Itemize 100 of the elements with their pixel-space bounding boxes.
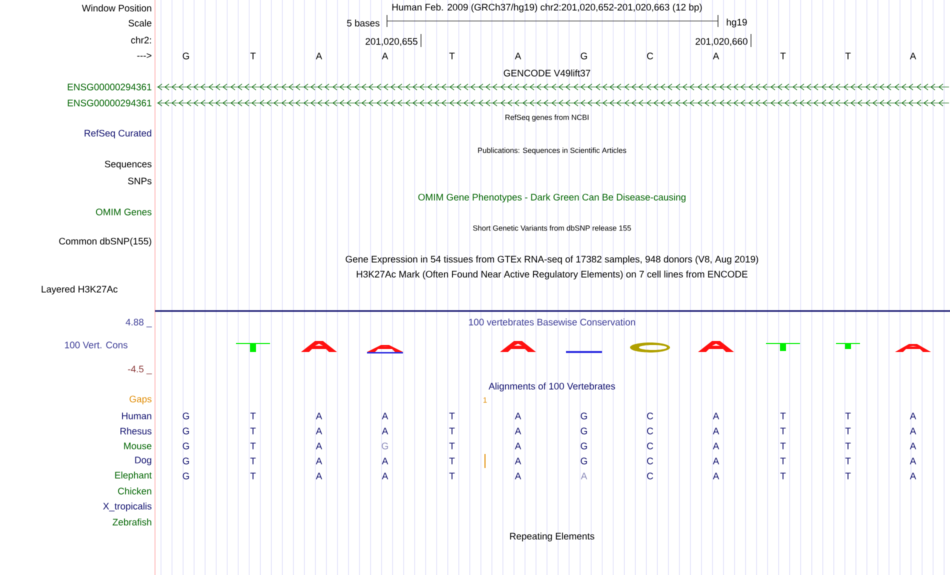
base-letter: T bbox=[780, 428, 786, 434]
base-letter: G bbox=[580, 428, 587, 434]
base-letter: A bbox=[316, 472, 322, 480]
base-letter: C bbox=[647, 412, 654, 420]
base-letter: T bbox=[845, 442, 851, 450]
species-label: Dog bbox=[135, 456, 152, 466]
base-letter: G bbox=[580, 412, 587, 420]
base-letter: C bbox=[647, 472, 654, 480]
base-letter: T bbox=[780, 472, 786, 480]
base-letter: T bbox=[449, 428, 455, 434]
base-letter: A bbox=[514, 472, 522, 480]
base-letter: A bbox=[910, 428, 916, 434]
base-letter: A bbox=[712, 442, 720, 450]
base-letter: A bbox=[514, 52, 522, 60]
track-title: H3K27Ac Mark (Often Found Near Active Regulatory Elements) on 7 cell lines from ENCODE bbox=[356, 270, 748, 280]
base-letter: A bbox=[514, 442, 522, 450]
axis-value: -4.5 _ bbox=[128, 366, 152, 374]
base-letter: A bbox=[382, 52, 388, 60]
base-letter: T bbox=[250, 472, 256, 480]
base-letter: A bbox=[514, 458, 522, 464]
axis-value: 4.88 _ bbox=[126, 318, 152, 328]
base-letter: C bbox=[647, 458, 654, 464]
track-title: GENCODE V49lift37 bbox=[504, 70, 590, 76]
base-letter: T bbox=[780, 442, 786, 450]
base-letter: A bbox=[382, 472, 388, 480]
species-label: Human bbox=[122, 412, 152, 420]
base-letter: G bbox=[182, 52, 189, 60]
base-letter: G bbox=[182, 458, 189, 464]
track-title: Repeating Elements bbox=[510, 532, 594, 542]
base-letter: A bbox=[910, 412, 916, 420]
base-letter: T bbox=[845, 52, 851, 60]
row-label: Scale bbox=[128, 20, 152, 26]
base-letter: G bbox=[382, 442, 388, 450]
row-label: Window Position bbox=[82, 4, 152, 12]
base-letter: A bbox=[514, 428, 522, 434]
base-letter: G bbox=[182, 412, 189, 420]
base-letter: T bbox=[780, 412, 786, 420]
base-letter: T bbox=[845, 428, 851, 434]
row-label: Sequences bbox=[104, 160, 152, 170]
base-letter: A bbox=[316, 52, 322, 60]
base-letter: C bbox=[647, 428, 654, 434]
base-letter: T bbox=[449, 458, 455, 464]
base-letter: G bbox=[182, 442, 189, 450]
base-letter: A bbox=[316, 458, 322, 464]
species-label: Elephant bbox=[115, 472, 152, 480]
base-letter: C bbox=[647, 52, 654, 60]
scale-label: 5 bases bbox=[347, 20, 380, 26]
coordinate-label: 201,020,660 bbox=[696, 38, 748, 46]
row-label: OMIM Genes bbox=[96, 208, 152, 216]
base-letter: T bbox=[449, 442, 455, 450]
base-letter: A bbox=[712, 52, 720, 60]
base-letter: T bbox=[845, 412, 851, 420]
base-letter: A bbox=[316, 412, 322, 420]
base-letter: A bbox=[514, 412, 522, 420]
base-letter: A bbox=[712, 428, 720, 434]
base-letter: A bbox=[382, 412, 388, 420]
base-letter: G bbox=[580, 458, 587, 464]
track-title: 100 vertebrates Basewise Conservation bbox=[469, 318, 636, 326]
track-title: Gene Expression in 54 tissues from GTEx RNA-seq of 17382 samples, 948 donors (V8, Aug 2019) bbox=[346, 256, 758, 264]
species-label: Mouse bbox=[124, 442, 152, 450]
coordinate-label: 201,020,655 bbox=[366, 38, 418, 46]
species-label: X_tropicalis bbox=[103, 502, 152, 512]
base-letter: A bbox=[580, 472, 588, 480]
base-letter: G bbox=[580, 442, 587, 450]
species-label: Chicken bbox=[118, 488, 152, 494]
row-label: RefSeq Curated bbox=[84, 130, 152, 138]
base-letter: A bbox=[316, 442, 322, 450]
base-letter: A bbox=[712, 458, 720, 464]
species-label: Rhesus bbox=[120, 428, 152, 434]
base-letter: T bbox=[845, 458, 851, 464]
base-letter: A bbox=[712, 472, 720, 480]
base-letter: T bbox=[780, 458, 786, 464]
row-label: Layered H3K27Ac bbox=[42, 286, 118, 294]
base-letter: A bbox=[910, 472, 916, 480]
position-text: Human Feb. 2009 (GRCh37/hg19) chr2:201,020,652-201,020,663 (12 bp) bbox=[392, 4, 702, 12]
gene-name: ENSG00000294361 bbox=[68, 84, 152, 90]
base-letter: T bbox=[250, 412, 256, 420]
gene-name: ENSG00000294361 bbox=[68, 100, 152, 106]
row-label: Common dbSNP(155) bbox=[59, 238, 152, 246]
scale-label: hg19 bbox=[726, 18, 747, 28]
row-label: ---> bbox=[137, 53, 152, 58]
base-letter: T bbox=[250, 52, 256, 60]
base-letter: T bbox=[250, 428, 256, 434]
base-letter: A bbox=[316, 428, 322, 434]
species-label: Zebrafish bbox=[112, 518, 152, 526]
base-letter: G bbox=[182, 472, 189, 480]
base-letter: A bbox=[910, 458, 916, 464]
base-letter: T bbox=[250, 458, 256, 464]
base-letter: T bbox=[449, 412, 455, 420]
base-letter: G bbox=[182, 428, 189, 434]
base-letter: G bbox=[580, 52, 587, 60]
row-label: SNPs bbox=[128, 178, 152, 184]
base-letter: A bbox=[382, 428, 388, 434]
base-letter: A bbox=[712, 412, 720, 420]
track-title: Alignments of 100 Vertebrates bbox=[488, 382, 616, 392]
base-letter: C bbox=[647, 442, 654, 450]
base-letter: T bbox=[780, 52, 786, 60]
row-label: chr2: bbox=[131, 36, 151, 44]
base-letter: T bbox=[449, 52, 455, 60]
base-letter: T bbox=[250, 442, 256, 450]
